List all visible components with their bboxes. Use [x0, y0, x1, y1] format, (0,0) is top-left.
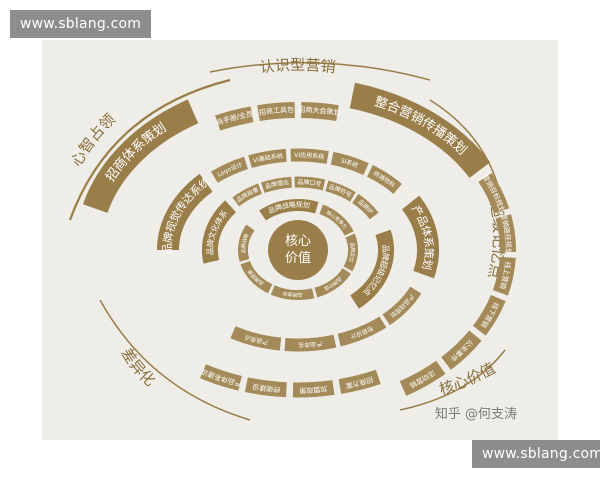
outer-label-bottom-right: 核心价值	[437, 359, 498, 399]
outer-top-0-block	[215, 106, 254, 131]
guide-arc-bottom-left	[99, 299, 251, 421]
center-label-line1: 核心	[285, 234, 311, 249]
outer-major-left-block	[82, 99, 199, 214]
inner-seg-0-block	[319, 204, 354, 236]
credit-text: 知乎 @何支涛	[435, 406, 517, 422]
watermark-bottom: www.sblang.com	[472, 440, 600, 468]
inner-major-block	[259, 199, 319, 221]
inner-seg-3-block	[270, 285, 315, 301]
outer-major-top-block	[349, 82, 491, 179]
second-bottom-2-block	[284, 334, 337, 352]
second-top-0-block	[211, 156, 249, 183]
outer-right-4-block	[441, 330, 482, 370]
outer-right-0-block	[478, 172, 510, 214]
second-major-left-block	[157, 173, 213, 251]
third-seg-2-label: 品牌口号	[297, 178, 322, 188]
third-seg-3-block	[325, 180, 356, 202]
inner-seg-4-block	[240, 260, 273, 294]
center-core	[268, 220, 328, 280]
inner-seg-1-block	[343, 233, 358, 272]
guide-arc-top	[209, 61, 431, 81]
inner-seg-5-block	[238, 224, 255, 262]
inner-major-label: 品牌战略规划	[267, 200, 310, 215]
third-major-left-block	[201, 200, 237, 264]
guide-arc-bottom-right	[399, 349, 506, 411]
second-top-3-block	[330, 151, 369, 176]
third-seg-0-block	[232, 183, 263, 207]
outer-major-top-label: 整合营销传播策划	[373, 94, 470, 158]
second-major-right-label: 产品体系策划	[409, 203, 436, 271]
outer-label-top: 认识型营销	[259, 56, 337, 77]
second-bottom-0-block	[382, 286, 422, 326]
outer-bottom-3-block	[200, 364, 242, 391]
third-seg-2-block	[294, 176, 326, 191]
second-top-4-block	[366, 165, 402, 194]
second-bottom-2-label: 产品命名	[298, 340, 323, 350]
inner-seg-3-label: 品牌使命	[282, 290, 303, 299]
guide-arc-left	[68, 78, 231, 221]
inner-seg-2-block	[314, 267, 351, 298]
inner-seg-5-label: 品牌战略	[239, 232, 249, 253]
second-major-right-block	[401, 195, 439, 279]
outer-right-3-block	[472, 294, 506, 336]
second-top-2-block	[290, 148, 329, 164]
second-top-2-label: VI应用系统	[294, 150, 325, 160]
third-major-right-block	[350, 229, 394, 309]
outer-major-left-label: 招商体系策划	[103, 120, 169, 184]
outer-top-1-block	[257, 102, 295, 122]
outer-top-2-block	[301, 102, 339, 122]
second-bottom-1-block	[337, 316, 387, 347]
third-seg-1-block	[261, 176, 293, 193]
third-seg-4-block	[352, 193, 379, 220]
outer-bottom-1-block	[292, 380, 335, 398]
outer-bottom-1-label: 加盟政策	[299, 384, 328, 395]
outer-right-2-block	[492, 256, 516, 296]
second-top-1-block	[248, 148, 287, 168]
second-top-3-label: SI系统	[340, 157, 359, 169]
outer-right-1-block	[495, 214, 516, 253]
second-bottom-3-block	[230, 326, 282, 351]
outer-bottom-0-block	[338, 369, 381, 394]
outer-bottom-2-block	[244, 377, 287, 398]
center-label-line2: 价值	[285, 250, 311, 266]
outer-top-1-label: 招商工具包	[258, 105, 294, 117]
outer-right-5-block	[399, 360, 446, 396]
watermark-top: www.sblang.com	[10, 10, 152, 38]
inner-seg-1-label: 品牌定位	[348, 242, 357, 263]
